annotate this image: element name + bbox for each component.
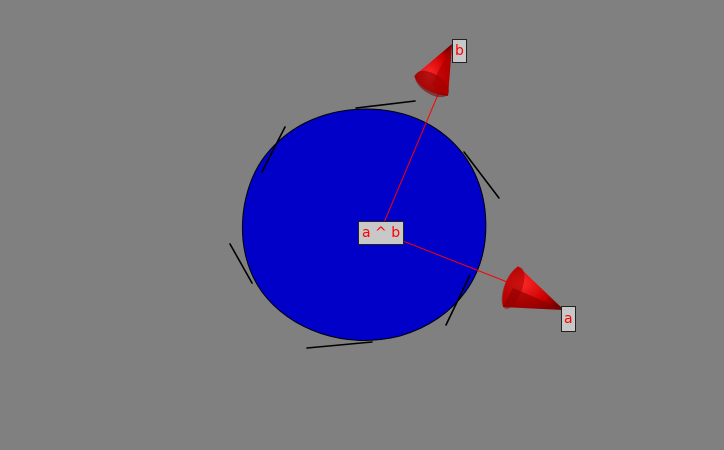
- wedge-label: a ^ b: [358, 221, 405, 245]
- vector-b-shaft: [379, 77, 446, 233]
- vector-a-label: a: [561, 306, 576, 332]
- tick-lower-left: [229, 243, 253, 284]
- tick-top: [355, 100, 416, 109]
- tick-bottom: [306, 341, 373, 349]
- tick-lower-right: [445, 274, 471, 326]
- vector-b-arrowhead: [414, 44, 452, 98]
- vector-b-label: b: [452, 39, 467, 63]
- tick-upper-right: [463, 151, 500, 199]
- vector-a-arrowhead: [501, 266, 564, 310]
- orientation-ticks: [229, 100, 500, 349]
- tick-upper-left: [261, 126, 286, 173]
